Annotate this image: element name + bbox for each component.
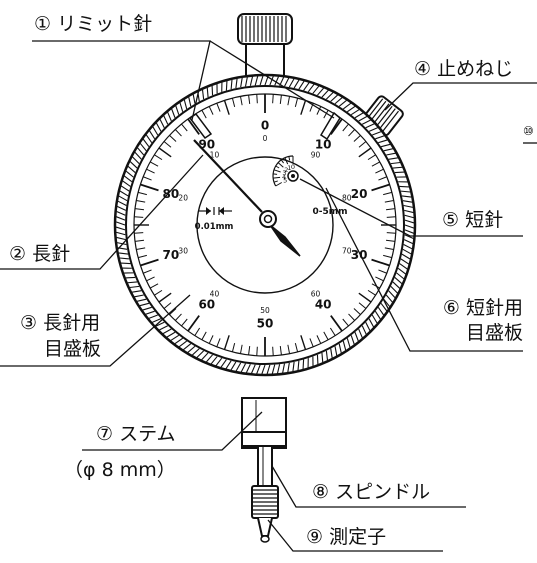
main-scale-reverse-number: 90 bbox=[311, 150, 321, 159]
main-scale-number: 70 bbox=[162, 248, 179, 262]
main-scale-number: 10 bbox=[315, 137, 332, 151]
main-scale-reverse-number: 70 bbox=[342, 247, 352, 256]
main-scale-reverse-number: 0 bbox=[263, 134, 268, 143]
label-main-dial-line1: ③ 長針用 bbox=[20, 312, 100, 334]
small-scale-number: 0 bbox=[291, 163, 295, 171]
main-scale-reverse-number: 50 bbox=[260, 306, 270, 315]
spindle bbox=[258, 446, 272, 486]
resolution-label: 0.01mm bbox=[195, 222, 234, 232]
main-scale-reverse-number: 20 bbox=[178, 193, 188, 202]
top-cap bbox=[238, 14, 292, 82]
label-long-pointer: ② 長針 bbox=[9, 243, 70, 265]
label-spindle: ⑧ スピンドル bbox=[312, 481, 430, 503]
stem bbox=[242, 398, 286, 448]
range-label: 0-5mm bbox=[312, 207, 347, 217]
main-scale-number: 90 bbox=[198, 137, 215, 151]
main-scale-number: 50 bbox=[257, 317, 274, 331]
main-scale-reverse-number: 40 bbox=[210, 290, 220, 299]
label-contact-point: ⑨ 測定子 bbox=[306, 526, 386, 548]
label-small-dial-line1: ⑥ 短針用 bbox=[443, 297, 523, 319]
label-main-dial-line2: 目盛板 bbox=[44, 338, 101, 360]
label-small-dial-line2: 目盛板 bbox=[466, 322, 523, 344]
main-scale-number: 80 bbox=[162, 187, 179, 201]
main-scale-reverse-number: 30 bbox=[178, 247, 188, 256]
main-scale-reverse-number: 60 bbox=[311, 290, 321, 299]
main-scale-number: 30 bbox=[351, 248, 368, 262]
small-scale-number: 5 bbox=[283, 177, 287, 185]
main-scale-number: 40 bbox=[315, 298, 332, 312]
label-stem: ⑦ ステム bbox=[96, 423, 176, 445]
main-scale-number: 0 bbox=[261, 119, 269, 133]
contact-point bbox=[252, 486, 278, 542]
main-scale-number: 20 bbox=[351, 187, 368, 201]
label-short-pointer: ⑤ 短針 bbox=[442, 209, 503, 231]
label-limit-pointer: ① リミット針 bbox=[34, 13, 152, 35]
label-stop-screw: ④ 止めねじ bbox=[414, 58, 513, 80]
main-scale-number: 60 bbox=[198, 298, 215, 312]
label-cut-10: ⑩ bbox=[523, 124, 534, 138]
label-stem-diameter: （φ 8 mm） bbox=[64, 459, 176, 481]
